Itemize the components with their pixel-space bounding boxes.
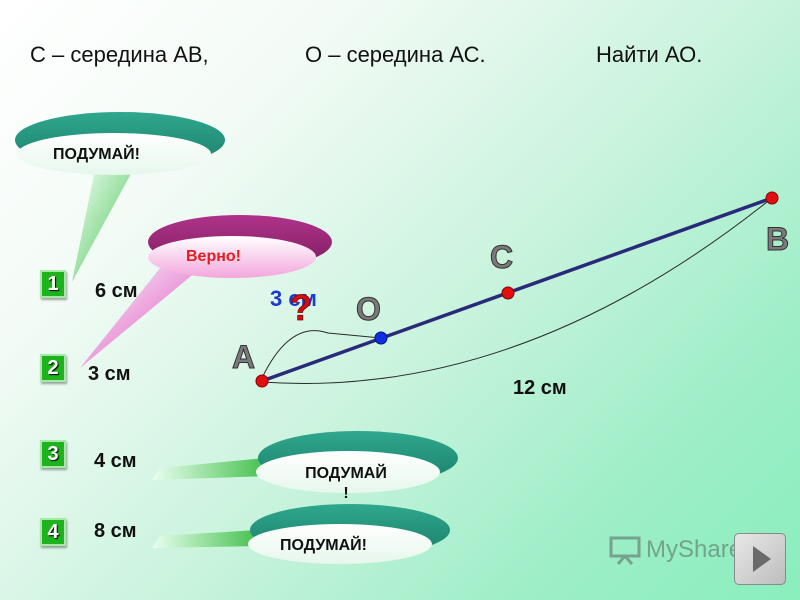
point-c [501, 286, 515, 300]
bubble-tail [80, 262, 208, 368]
bubble-text-option-2: Верно! [186, 248, 241, 265]
bubble-text-option-3: ПОДУМАЙ! [305, 465, 387, 502]
point-a [255, 374, 269, 388]
segment-ab [261, 196, 773, 383]
problem-condition-o: О – середина АС. [305, 42, 486, 67]
label-b: В [766, 221, 789, 257]
bubble-body [256, 451, 440, 493]
problem-question: Найти АО. [596, 42, 703, 67]
bubble-option-4 [152, 504, 450, 564]
label-ab-length: 12 см [513, 377, 567, 399]
point-b [765, 191, 779, 205]
option-3-button[interactable]: 3 [40, 440, 66, 468]
label-c: С [490, 239, 513, 275]
option-4-button[interactable]: 4 [40, 518, 66, 546]
bubble-option-1 [15, 112, 225, 282]
bubble-body [148, 236, 316, 278]
option-1-button[interactable]: 1 [40, 270, 66, 298]
arc-ab-length [261, 197, 773, 384]
option-1-answer[interactable]: 6 см [95, 280, 138, 302]
option-2-button[interactable]: 2 [40, 354, 66, 382]
bubble-text-option-1: ПОДУМАЙ! [53, 146, 140, 163]
bubble-option-3 [152, 431, 458, 493]
option-3-answer[interactable]: 4 см [94, 450, 137, 472]
next-slide-button[interactable] [734, 533, 786, 585]
problem-condition-c: С – середина АВ, [30, 42, 209, 67]
bubble-tail [72, 170, 133, 282]
label-o: О [356, 291, 381, 327]
presentation-board-icon [609, 536, 641, 565]
option-2-answer[interactable]: 3 см [88, 363, 131, 385]
option-4-answer[interactable]: 8 см [94, 520, 137, 542]
bubble-tail [152, 458, 270, 480]
label-ao-length: 3 см [270, 286, 317, 311]
label-a: А [232, 339, 255, 375]
bubble-option-2 [80, 215, 332, 368]
bubble-tail [152, 530, 262, 548]
arc-ao-length [261, 330, 382, 379]
bubble-body [248, 524, 432, 564]
question-mark: ? [290, 287, 312, 328]
point-o [374, 331, 388, 345]
next-arrow-icon [753, 546, 771, 572]
bubble-text-option-4: ПОДУМАЙ! [280, 537, 367, 554]
bubble-body [17, 133, 211, 175]
